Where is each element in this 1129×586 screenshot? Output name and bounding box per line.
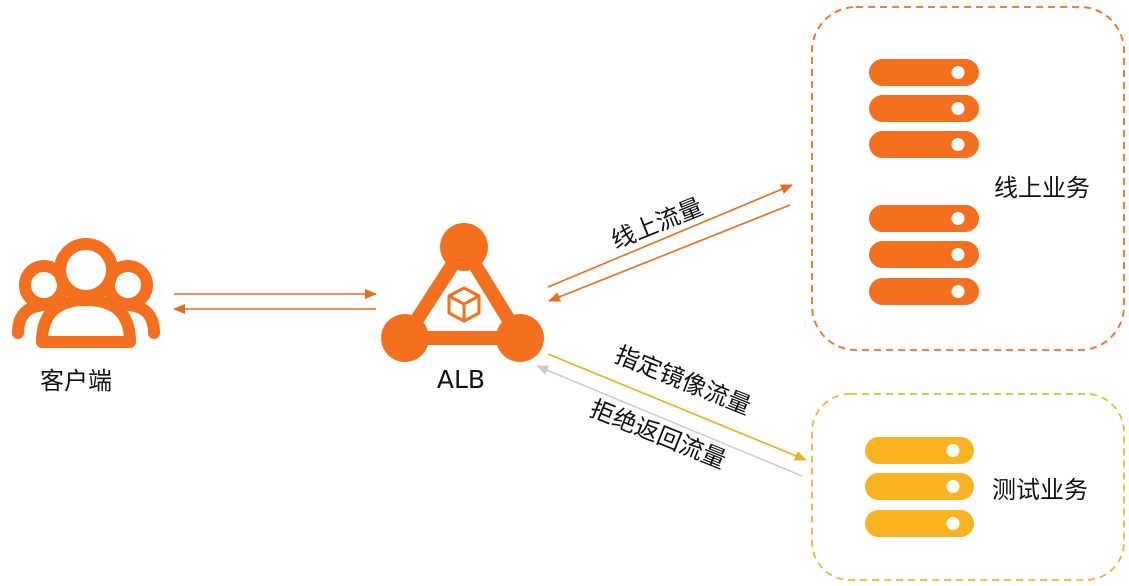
online-business-label: 线上业务 bbox=[994, 174, 1090, 202]
test-business-group: 测试业务 bbox=[811, 393, 1125, 581]
client-node: 客户端 bbox=[12, 238, 160, 395]
server-stack-icon bbox=[869, 59, 979, 158]
online-business-group: 线上业务 bbox=[811, 6, 1125, 351]
online-group-border bbox=[811, 6, 1125, 351]
mirror-traffic-arrow bbox=[547, 353, 807, 461]
test-group-border bbox=[811, 393, 1125, 581]
alb-node: ALB bbox=[381, 223, 544, 394]
client-label: 客户端 bbox=[40, 367, 112, 395]
server-stack-icon bbox=[869, 205, 979, 305]
server-stack-icon bbox=[865, 437, 974, 537]
alb-label: ALB bbox=[437, 365, 485, 394]
online-traffic-label: 线上流量 bbox=[607, 193, 706, 255]
reject-return-label: 拒绝返回流量 bbox=[586, 395, 730, 475]
users-icon bbox=[12, 238, 160, 348]
test-business-label: 测试业务 bbox=[992, 476, 1088, 504]
online-to-alb-arrow bbox=[548, 204, 791, 302]
reject-return-arrow bbox=[536, 365, 803, 477]
load-balancer-icon bbox=[381, 223, 544, 362]
alb-to-online-arrow bbox=[547, 184, 793, 288]
cube-icon bbox=[447, 286, 481, 323]
